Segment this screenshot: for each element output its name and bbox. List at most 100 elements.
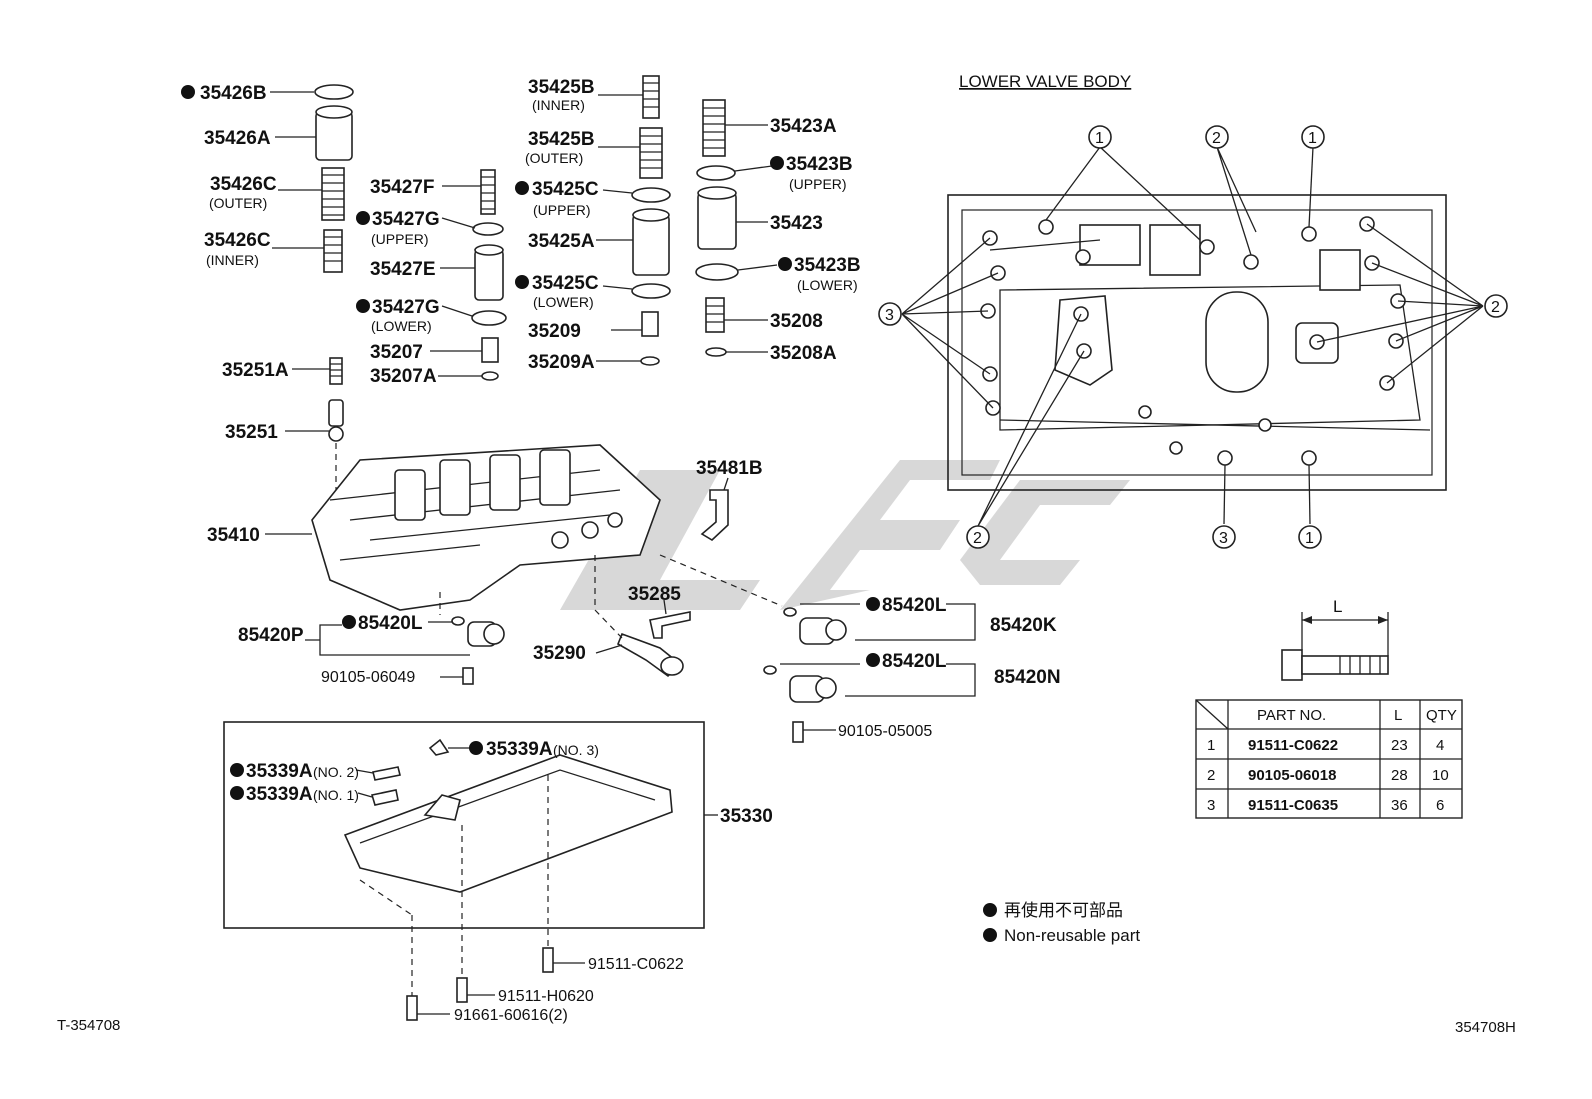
table-row-2-qty: 10 [1432,767,1449,784]
label-no1: (NO. 1) [313,787,359,803]
label-lower-a: (LOWER) [371,318,432,334]
label-35208A: 35208A [770,343,837,364]
label-85420K: 85420K [990,615,1057,636]
label-35426C-outer: 35426C [210,174,277,195]
table-row-1-no: 1 [1207,737,1215,754]
label-35427G-lower: 35427G [372,297,440,318]
label-inner: (INNER) [206,252,259,268]
label-35209A: 35209A [528,352,595,373]
callout-2-right: 2 [1491,299,1500,316]
callout-1-top-left: 1 [1095,130,1104,147]
label-35330: 35330 [720,806,773,827]
label-85420L-left: 85420L [358,613,423,634]
table-header-part-no: PART NO. [1257,707,1326,724]
table-row-2-no: 2 [1207,767,1215,784]
label-85420L-k: 85420L [882,595,947,616]
label-35427G-upper: 35427G [372,209,440,230]
table-header-l: L [1394,707,1402,724]
legend-jp: 再使用不可部品 [1004,900,1123,920]
table-row-3-part: 91511-C0635 [1248,797,1338,814]
label-35425C-upper: 35425C [532,179,599,200]
lower-valve-body-title: LOWER VALVE BODY [959,72,1131,91]
label-35427E: 35427E [370,259,436,280]
legend-bullet-en [983,928,997,942]
label-35426A: 35426A [204,128,271,149]
label-35207: 35207 [370,342,423,363]
table-row-1-qty: 4 [1436,737,1444,754]
label-inner-b: (INNER) [532,97,585,113]
column-35423 [695,99,778,357]
label-90105-06049: 90105-06049 [321,669,415,686]
footer-left-code: T-354708 [57,1017,120,1034]
label-35339A-no2: 35339A [246,761,313,782]
label-35423: 35423 [770,213,823,234]
label-outer-b: (OUTER) [525,150,583,166]
label-35423A: 35423A [770,116,837,137]
label-85420N: 85420N [994,667,1061,688]
watermark-logo [560,460,1130,610]
label-85420P: 85420P [238,625,304,646]
column-35425 [596,75,671,366]
table-row-1-l: 23 [1391,737,1408,754]
solenoid-85420K-85420N [659,554,976,743]
bolt-length-label: L [1333,597,1342,616]
legend-en: Non-reusable part [1004,926,1140,945]
label-35425A: 35425A [528,231,595,252]
callout-3-bottom: 3 [1219,530,1228,547]
label-90105-05005: 90105-05005 [838,723,932,740]
table-row-3-no: 3 [1207,797,1215,814]
non-reusable-markers [181,85,880,800]
label-35207A: 35207A [370,366,437,387]
label-35410: 35410 [207,525,260,546]
bolt-table [1195,699,1463,819]
callout-1-bottom: 1 [1305,530,1314,547]
callout-1-top-right: 1 [1308,130,1317,147]
label-upper-c: (UPPER) [789,176,847,192]
footer-right-code: 354708H [1455,1019,1516,1036]
label-91661-60616: 91661-60616(2) [454,1007,568,1024]
solenoid-85420P [305,592,505,685]
label-outer: (OUTER) [209,195,267,211]
label-35423B-upper: 35423B [786,154,853,175]
label-91511-H0620: 91511-H0620 [498,988,594,1005]
column-35427 [430,169,507,381]
label-upper-a: (UPPER) [371,231,429,247]
legend-bullet-jp [983,903,997,917]
callout-3-left: 3 [885,307,894,324]
label-35426B: 35426B [200,83,267,104]
callout-2-bottom: 2 [973,530,982,547]
label-35251A: 35251A [222,360,289,381]
label-upper-b: (UPPER) [533,202,591,218]
label-35339A-no3: 35339A [486,739,553,760]
label-35427F: 35427F [370,177,434,198]
label-35423B-lower: 35423B [794,255,861,276]
label-35290: 35290 [533,643,586,664]
label-35425B-inner: 35425B [528,77,595,98]
bolt-length-illustration [1281,612,1389,681]
label-no2: (NO. 2) [313,764,359,780]
bracket-35481B [700,477,729,541]
label-lower-c: (LOWER) [797,277,858,293]
label-35209: 35209 [528,321,581,342]
label-35251: 35251 [225,422,278,443]
table-row-2-part: 90105-06018 [1248,767,1336,784]
table-row-1-part: 91511-C0622 [1248,737,1338,754]
upper-valve-body [265,444,661,611]
label-35425C-lower: 35425C [532,273,599,294]
table-row-2-l: 28 [1391,767,1408,784]
label-35339A-no1: 35339A [246,784,313,805]
parts-35285-35290 [594,555,691,678]
table-row-3-l: 36 [1391,797,1408,814]
label-35426C-inner: 35426C [204,230,271,251]
lower-valve-body [878,125,1508,549]
left-column-parts [270,84,354,505]
part-labels: 35426B 35426A 35426C (OUTER) 35426C (INN… [200,77,1061,1024]
label-91511-C0622: 91511-C0622 [588,956,684,973]
callout-2-top: 2 [1212,130,1221,147]
label-35208: 35208 [770,311,823,332]
label-35285: 35285 [628,584,681,605]
bolt-table-text: PART NO. L QTY 1 91511-C0622 23 4 2 9010… [1207,707,1457,814]
label-35481B: 35481B [696,458,763,479]
callout-numbers: 1 2 1 3 2 2 3 1 [885,130,1500,547]
